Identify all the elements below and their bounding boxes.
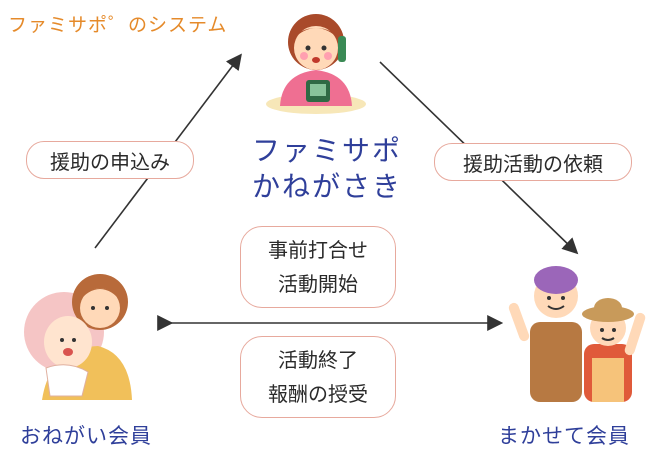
label-completion-box: 活動終了 報酬の授受 <box>240 336 396 418</box>
label-request-activity: 援助活動の依頼 <box>434 143 632 181</box>
helpers-icon <box>508 266 646 402</box>
member-helper: まかせて会員 <box>498 424 630 448</box>
member-requester: おねがい会員 <box>20 424 152 448</box>
center-name-line1: ファミサポ <box>251 134 402 167</box>
label-activity-start: 活動開始 <box>278 272 358 296</box>
label-preparation: 事前打合せ <box>268 238 368 262</box>
phone-woman-icon <box>266 14 366 114</box>
center-name-line2: かねがさき <box>251 170 402 203</box>
label-apply-support: 援助の申込み <box>26 141 194 179</box>
label-fee-exchange: 報酬の授受 <box>268 382 368 406</box>
label-preparation-box: 事前打合せ 活動開始 <box>240 226 396 308</box>
label-activity-end: 活動終了 <box>278 348 358 372</box>
center-name: ファミサポ かねがさき <box>232 133 422 205</box>
mother-child-icon <box>24 274 132 400</box>
diagram-title: ファミサポ゜のシステム <box>8 14 228 36</box>
